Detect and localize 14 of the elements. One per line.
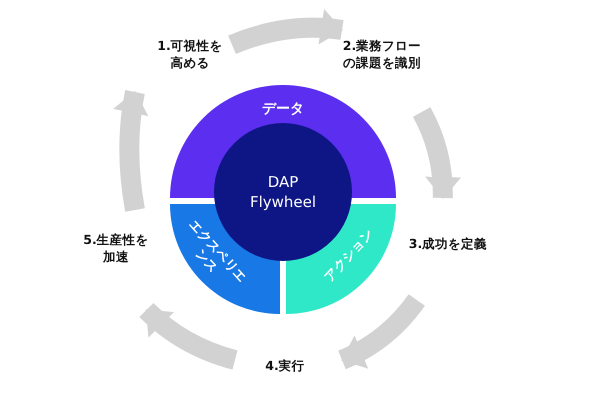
step-label: 4.実行 <box>255 358 315 375</box>
cycle-arrow <box>228 9 344 54</box>
cycle-arrow <box>412 107 461 199</box>
segment-label: アクション <box>320 226 378 287</box>
step-label: 2.業務フローの課題を識別 <box>338 38 426 72</box>
cycle-arrow <box>338 294 425 370</box>
hub-label: DAP Flywheel <box>248 173 318 212</box>
step-label: 3.成功を定義 <box>396 236 500 253</box>
segment-label: データ <box>261 101 305 118</box>
cycle-arrow <box>113 90 149 212</box>
segment-label: エクスペリエンス <box>184 218 248 288</box>
step-label: 5.生産性を加速 <box>78 232 154 266</box>
cycle-arrow <box>139 302 238 370</box>
step-label: 1.可視性を高める <box>154 38 226 72</box>
